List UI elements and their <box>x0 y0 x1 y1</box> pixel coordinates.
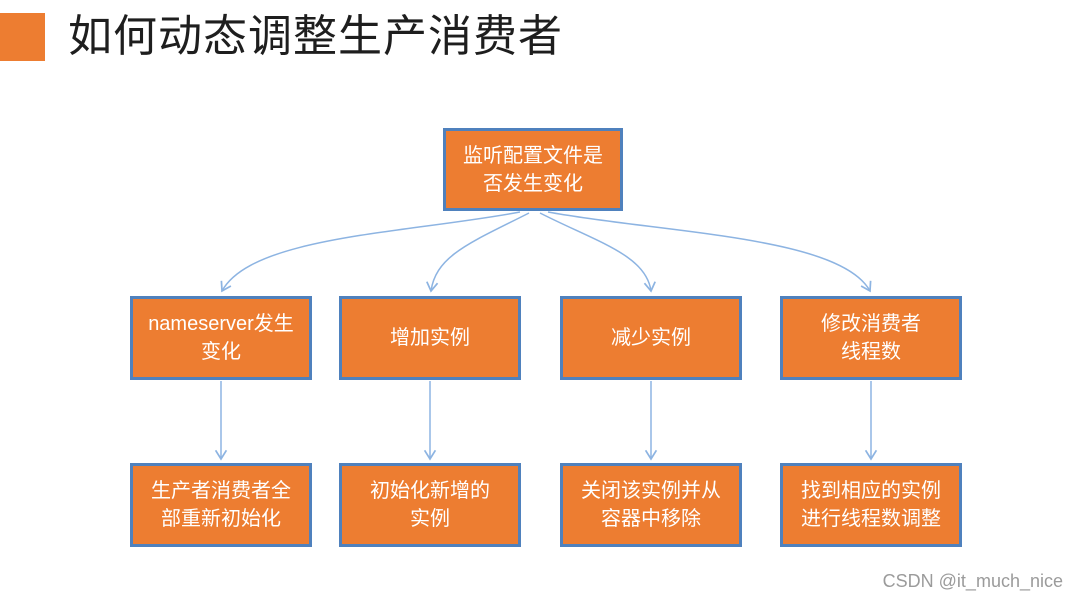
title-accent-square <box>0 13 45 61</box>
node-reinit-all: 生产者消费者全 部重新初始化 <box>130 463 312 547</box>
page-title: 如何动态调整生产消费者 <box>68 11 563 62</box>
node-remove-instance: 减少实例 <box>560 296 742 380</box>
arrow-root-to-b1 <box>220 211 521 293</box>
node-init-new-instance: 初始化新增的 实例 <box>339 463 521 547</box>
watermark: CSDN @it_much_nice <box>882 571 1063 591</box>
arrow-root-to-b3 <box>539 212 656 293</box>
node-label: 生产者消费者全 部重新初始化 <box>151 480 291 530</box>
node-label: 关闭该实例并从 容器中移除 <box>581 480 721 530</box>
node-root-label: 监听配置文件是 否发生变化 <box>463 144 603 195</box>
arrow-root-to-b2 <box>426 212 530 293</box>
node-root: 监听配置文件是 否发生变化 <box>443 128 623 211</box>
node-label: nameserver发生 变化 <box>148 313 294 363</box>
arrow-root-to-b4 <box>547 211 872 293</box>
node-label: 减少实例 <box>611 327 691 349</box>
node-add-instance: 增加实例 <box>339 296 521 380</box>
node-nameserver-change: nameserver发生 变化 <box>130 296 312 380</box>
node-label: 初始化新增的 实例 <box>370 480 490 530</box>
node-close-and-remove: 关闭该实例并从 容器中移除 <box>560 463 742 547</box>
node-label: 增加实例 <box>390 327 470 349</box>
node-label: 修改消费者 线程数 <box>821 313 921 363</box>
node-modify-consumer-threads: 修改消费者 线程数 <box>780 296 962 380</box>
node-adjust-threads: 找到相应的实例 进行线程数调整 <box>780 463 962 547</box>
node-label: 找到相应的实例 进行线程数调整 <box>801 480 941 530</box>
